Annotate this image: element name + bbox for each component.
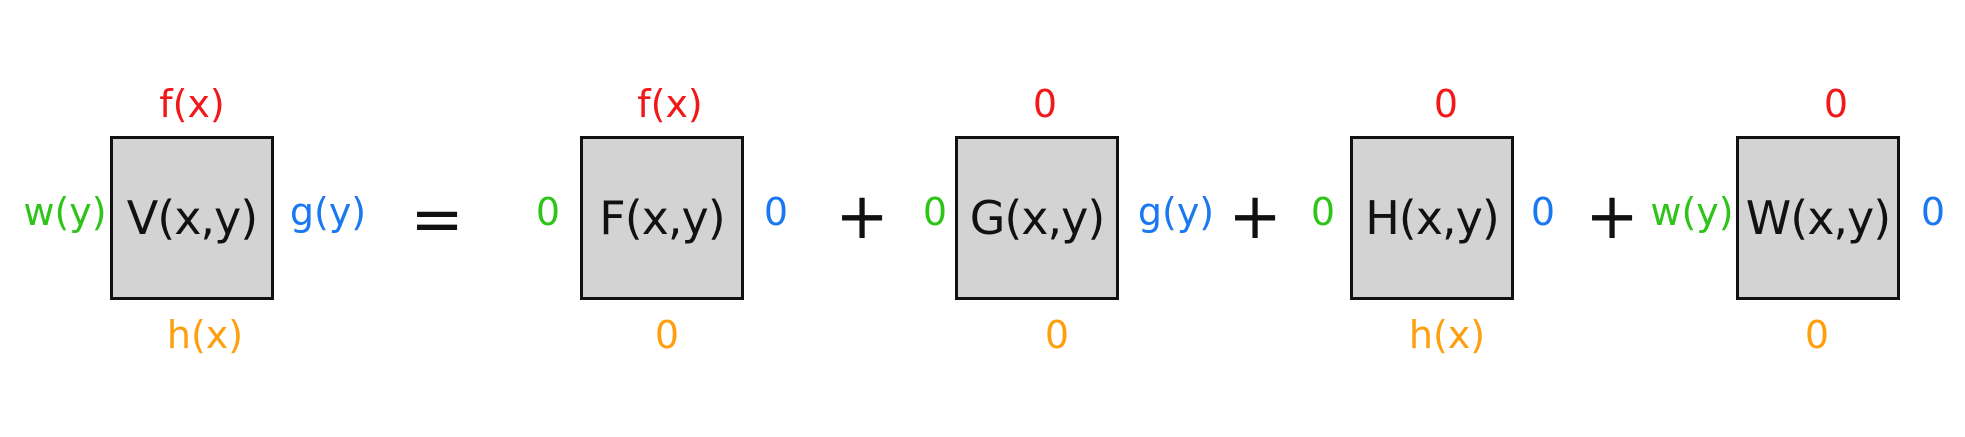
box-f-bottom-label: 0	[654, 313, 680, 357]
box-f-right-label: 0	[763, 190, 789, 234]
box-v-top-label: f(x)	[159, 82, 225, 126]
box-w: W(x,y)	[1736, 136, 1900, 300]
box-f-label: F(x,y)	[599, 191, 725, 245]
box-h-left-label: 0	[1310, 190, 1336, 234]
box-g: G(x,y)	[955, 136, 1119, 300]
box-g-top-label: 0	[1032, 82, 1058, 126]
box-v: V(x,y)	[110, 136, 274, 300]
box-f-top-label: f(x)	[637, 82, 703, 126]
box-w-top-label: 0	[1823, 82, 1849, 126]
box-g-left-label: 0	[922, 190, 948, 234]
box-g-right-label: g(y)	[1137, 190, 1215, 234]
box-w-label: W(x,y)	[1745, 191, 1891, 245]
box-v-left-label: w(y)	[23, 190, 107, 234]
box-v-bottom-label: h(x)	[166, 313, 244, 357]
box-f: F(x,y)	[580, 136, 744, 300]
equals-sign: =	[410, 183, 464, 257]
box-h-right-label: 0	[1530, 190, 1556, 234]
box-w-bottom-label: 0	[1804, 313, 1830, 357]
box-v-right-label: g(y)	[289, 190, 367, 234]
box-w-left-label: w(y)	[1650, 190, 1734, 234]
plus-sign-3: +	[1585, 180, 1639, 254]
box-g-bottom-label: 0	[1044, 313, 1070, 357]
box-h-top-label: 0	[1433, 82, 1459, 126]
box-h-label: H(x,y)	[1365, 191, 1500, 245]
plus-sign-1: +	[835, 180, 889, 254]
box-h-bottom-label: h(x)	[1408, 313, 1486, 357]
plus-sign-2: +	[1228, 180, 1282, 254]
box-h: H(x,y)	[1350, 136, 1514, 300]
box-w-right-label: 0	[1920, 190, 1946, 234]
box-g-label: G(x,y)	[969, 191, 1106, 245]
box-f-left-label: 0	[535, 190, 561, 234]
box-v-label: V(x,y)	[126, 191, 258, 245]
